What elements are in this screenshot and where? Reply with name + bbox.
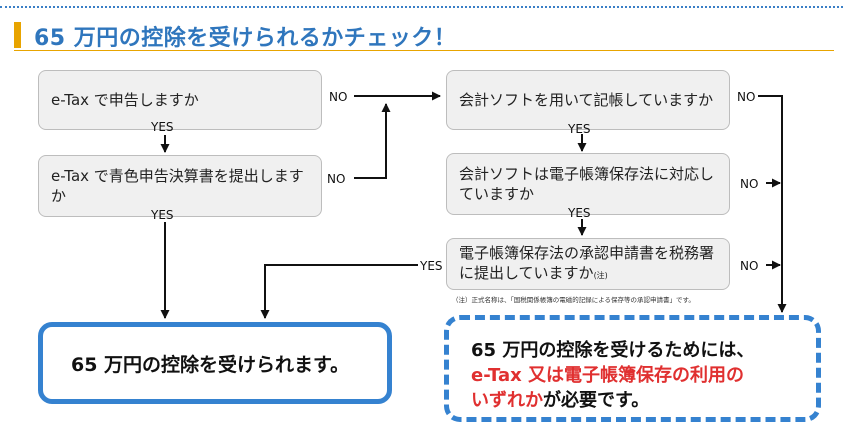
label-q1-no: NO: [329, 90, 348, 104]
question-etax-filing: e-Tax で申告しますか: [38, 70, 322, 130]
label-q4-yes: YES: [568, 206, 591, 220]
dotted-top-border: [0, 0, 843, 8]
result-eligible-text: 65 万円の控除を受けられます。: [71, 353, 350, 376]
requirement-box: 65 万円の控除を受けるためには、 e-Tax 又は電子帳簿保存の利用の いずれ…: [444, 315, 821, 422]
question-approval-application-text: 電子帳簿保存法の承認申請書を税務署に提出していますか(注): [459, 243, 717, 286]
requirement-line-1: 65 万円の控除を受けるためには、: [471, 340, 755, 361]
question-approval-application: 電子帳簿保存法の承認申請書を税務署に提出していますか(注): [446, 238, 730, 290]
label-q2-yes: YES: [151, 208, 174, 222]
question-blue-return: e-Tax で青色申告決算書を提出しますか: [38, 155, 322, 217]
arrow-q2-no: [354, 103, 391, 179]
page-title: 65 万円の控除を受けられるかチェック！: [34, 26, 457, 51]
footnote-mark: (注): [593, 270, 608, 280]
label-q1-yes: YES: [151, 120, 174, 134]
question-accounting-software: 会計ソフトを用いて記帳していますか: [446, 70, 730, 130]
arrow-q3-no: [758, 95, 787, 313]
footnote-text: （注）正式名称は、「国税関係帳簿の電磁的記録による保存等の承認申請書」です。: [452, 296, 695, 304]
question-software-compliance-text: 会計ソフトは電子帳簿保存法に対応していますか: [459, 165, 715, 203]
label-q5-yes: YES: [420, 259, 443, 273]
requirement-line-2: e-Tax 又は電子帳簿保存の利用の: [471, 365, 745, 386]
title-underline: [14, 50, 834, 51]
question-software-compliance: 会計ソフトは電子帳簿保存法に対応していますか: [446, 153, 730, 215]
requirement-line-3-emphasis: いずれか: [471, 390, 543, 411]
question-etax-filing-text: e-Tax で申告しますか: [51, 91, 199, 109]
question-blue-return-text: e-Tax で青色申告決算書を提出しますか: [51, 167, 304, 205]
result-eligible-box: 65 万円の控除を受けられます。: [38, 322, 392, 404]
title-accent-bar: [14, 22, 21, 48]
approval-question-main: 電子帳簿保存法の承認申請書を税務署に提出していますか: [459, 243, 715, 282]
arrow-q5-yes: [260, 264, 418, 319]
question-accounting-software-text: 会計ソフトを用いて記帳していますか: [459, 91, 714, 109]
label-q2-no: NO: [327, 172, 346, 186]
requirement-line-3-rest: が必要です。: [543, 390, 650, 411]
label-q3-yes: YES: [568, 122, 591, 136]
requirement-line-3: いずれかが必要です。: [471, 388, 816, 413]
label-q3-no: NO: [737, 90, 756, 104]
label-q5-no: NO: [740, 259, 759, 273]
label-q4-no: NO: [740, 177, 759, 191]
